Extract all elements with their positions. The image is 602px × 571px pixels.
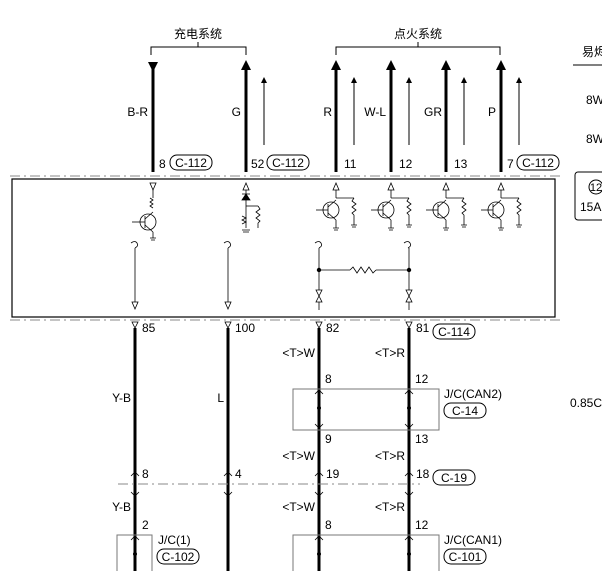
connector-tag-c114 bbox=[432, 323, 476, 340]
pin-number: 13 bbox=[454, 157, 468, 171]
wire-color-label: W-L bbox=[364, 105, 386, 119]
pin-label: 8 bbox=[142, 467, 149, 481]
connector-label: C-112 bbox=[175, 156, 207, 170]
wire-tw-label: <T>W bbox=[282, 449, 315, 463]
transistor-ignition-3 bbox=[426, 190, 467, 231]
top-wire-wl: W-L 12 bbox=[364, 60, 413, 172]
connector-tag bbox=[169, 154, 213, 171]
pin-label: 8 bbox=[325, 518, 332, 532]
bottom-pin-labels: 85 100 82 81 C-114 bbox=[131, 321, 476, 340]
transistor-ignition-1 bbox=[316, 190, 357, 231]
wire-l-label: L bbox=[217, 391, 224, 405]
connector-label: C-112 bbox=[272, 156, 304, 170]
top-wire-g: G 52 C-112 bbox=[232, 60, 310, 172]
wire-color-label: B-R bbox=[127, 105, 148, 119]
wire-tr-label: <T>R bbox=[375, 346, 405, 360]
module-lower-circuit bbox=[130, 241, 413, 311]
transistor-ignition-2 bbox=[371, 190, 412, 231]
connector-label-c114: C-114 bbox=[438, 325, 470, 339]
junction-can2-title: J/C(CAN2) bbox=[444, 387, 502, 401]
transistor-ignition-4 bbox=[481, 190, 522, 231]
wire-tr-label: <T>R bbox=[375, 449, 405, 463]
connector-label: C-101 bbox=[449, 550, 482, 564]
right-wire-size: 0.85C bbox=[570, 396, 602, 410]
junction-can1: 8 12 J/C(CAN1) C-101 bbox=[292, 518, 502, 571]
junction-jc1-box bbox=[116, 534, 153, 571]
connector-c19: 8 4 19 18 C-19 bbox=[118, 467, 476, 497]
junction-jc1-title: J/C(1) bbox=[158, 533, 191, 547]
wire-color-label: P bbox=[488, 105, 496, 119]
wire-yb-label: Y-B bbox=[112, 500, 131, 514]
pin-label: 13 bbox=[415, 432, 429, 446]
pin-label: 8 bbox=[325, 372, 332, 386]
junction-can1-title: J/C(CAN1) bbox=[444, 533, 502, 547]
wire-tw-label: <T>W bbox=[282, 500, 315, 514]
pin-label: 12 bbox=[415, 518, 429, 532]
wire-color-label: G bbox=[232, 105, 241, 119]
fuse-number: 12 bbox=[590, 182, 602, 194]
wire-color-label: GR bbox=[424, 105, 442, 119]
pin-85: 85 bbox=[142, 321, 156, 335]
pin-label: 12 bbox=[415, 372, 429, 386]
junction-can2: 8 12 9 13 J/C(CAN2) C-14 bbox=[292, 372, 502, 446]
connector-tag bbox=[266, 154, 310, 171]
pin-number: 8 bbox=[159, 157, 166, 171]
top-wire-br: B-R 8 C-112 bbox=[127, 62, 213, 172]
right-clipped-panel: 易烬 8W 8W 12 15A 0.85C bbox=[570, 45, 602, 410]
module-top-terminals bbox=[149, 181, 505, 192]
connector-label: C-14 bbox=[452, 404, 478, 418]
charging-group-brace: 充电系统 bbox=[150, 26, 247, 55]
fuse-rating: 15A bbox=[580, 200, 601, 214]
pin-81: 81 bbox=[416, 321, 430, 335]
bottom-wire-labels: Y-B L <T>W <T>R <T>W <T>R Y-B <T>W <T>R bbox=[112, 346, 405, 514]
ignition-system-label: 点火系统 bbox=[394, 27, 442, 41]
junction-can1-box bbox=[292, 534, 440, 571]
pin-label: 4 bbox=[235, 467, 242, 481]
right-label-2: 8W bbox=[586, 132, 602, 146]
pin-label: 19 bbox=[326, 467, 340, 481]
connector-tag bbox=[516, 154, 560, 171]
control-module-box bbox=[10, 175, 560, 321]
fuse-box bbox=[574, 171, 602, 221]
top-wire-p: P 7 C-112 bbox=[488, 60, 560, 172]
wire-yb-label: Y-B bbox=[112, 391, 131, 405]
wire-color-label: R bbox=[323, 105, 332, 119]
connector-label: C-112 bbox=[522, 156, 554, 170]
connector-label: C-102 bbox=[162, 550, 195, 564]
connector-label: C-19 bbox=[441, 471, 467, 485]
junction-can2-box bbox=[292, 388, 440, 431]
module-outline bbox=[11, 178, 556, 318]
right-column-header: 易烬 bbox=[582, 45, 602, 59]
bottom-wires bbox=[133, 328, 411, 571]
pin-number: 11 bbox=[344, 157, 357, 171]
diode-charging bbox=[241, 190, 261, 233]
connector-tag bbox=[432, 469, 476, 486]
junction-jc1: 2 J/C(1) C-102 bbox=[116, 518, 200, 571]
wire-tr-label: <T>R bbox=[375, 500, 405, 514]
top-wire-gr: GR 13 bbox=[424, 60, 468, 172]
pin-label: 2 bbox=[142, 518, 149, 532]
pin-82: 82 bbox=[326, 321, 340, 335]
wire-tw-label: <T>W bbox=[282, 346, 315, 360]
pin-label: 18 bbox=[416, 467, 430, 481]
top-wire-r: R 11 bbox=[323, 60, 357, 172]
pin-100: 100 bbox=[235, 321, 255, 335]
pin-number: 52 bbox=[251, 157, 265, 171]
right-label-1: 8W bbox=[586, 93, 602, 107]
pin-number: 7 bbox=[507, 157, 514, 171]
pin-label: 9 bbox=[325, 432, 332, 446]
connector-tag bbox=[443, 548, 487, 565]
pin-number: 12 bbox=[399, 157, 413, 171]
connector-tag bbox=[443, 402, 487, 419]
charging-system-label: 充电系统 bbox=[174, 26, 222, 41]
transistor-charging bbox=[132, 190, 157, 241]
ignition-group-brace: 点火系统 bbox=[335, 27, 501, 55]
connector-tag bbox=[156, 548, 200, 565]
